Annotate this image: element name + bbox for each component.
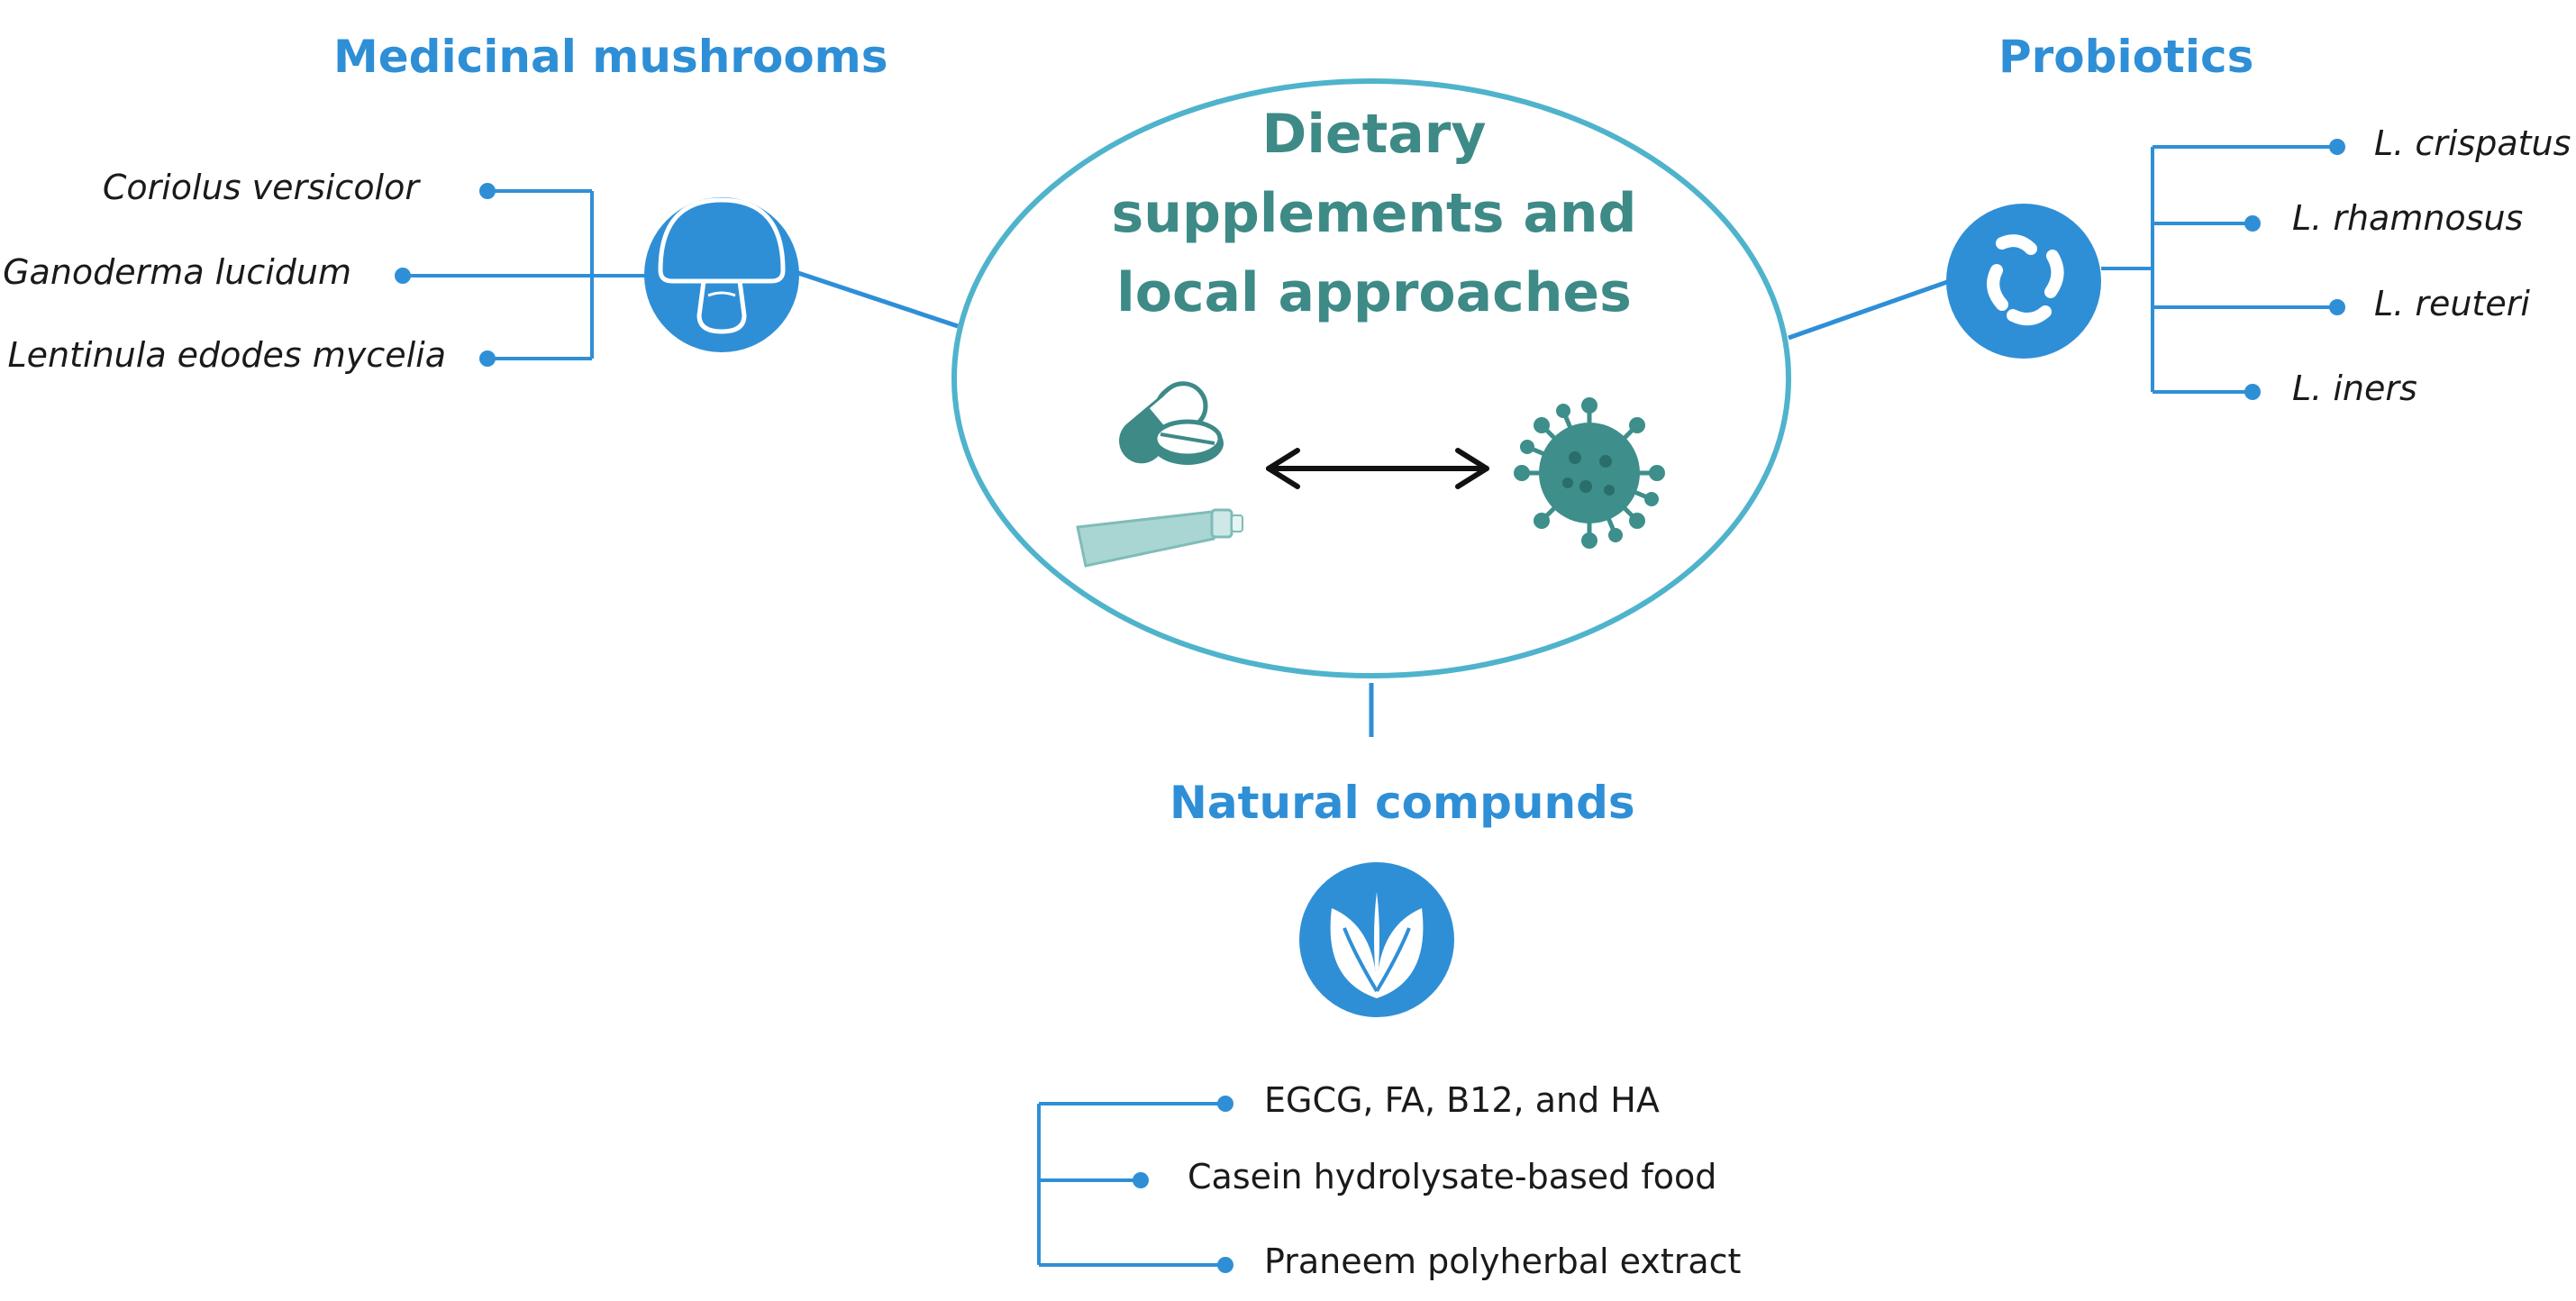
virus-icon: [1514, 397, 1665, 549]
probiotics-bracket: [2101, 139, 2345, 400]
natural-item: Casein hydrolysate-based food: [1188, 1157, 1717, 1196]
mushroom-bullet: [479, 350, 496, 367]
mushroom-item: Ganoderma lucidum: [3, 252, 351, 292]
probiotic-item: L. rhamnosus: [2292, 198, 2524, 238]
probiotic-bullet: [2329, 299, 2345, 315]
natural-item: Praneem polyherbal extract: [1264, 1242, 1742, 1281]
connector-probiotics: [1788, 279, 1948, 341]
mushroom-icon: [644, 197, 799, 352]
cream-tube-icon: [1076, 508, 1243, 568]
mushroom-item: Lentinula edodes mycelia: [7, 335, 447, 375]
mushrooms-heading: Medicinal mushrooms: [333, 31, 888, 83]
probiotic-item: L. crispatus: [2374, 123, 2571, 163]
central-title-line: supplements and: [1111, 182, 1637, 245]
probiotic-bullet: [2329, 139, 2345, 155]
probiotic-bullet: [2244, 215, 2261, 232]
leaf-icon: [1299, 862, 1454, 1017]
bacteria-icon: [1946, 204, 2101, 359]
mushrooms-bracket: [395, 183, 646, 367]
natural-bullet: [1217, 1096, 1233, 1112]
probiotics-heading: Probiotics: [1998, 31, 2254, 83]
central-title-line: local approaches: [1116, 261, 1632, 324]
natural-heading: Natural compunds: [1170, 777, 1635, 829]
mushroom-item: Coriolus versicolor: [102, 168, 419, 207]
pills-icon: [1119, 381, 1224, 465]
natural-bullet: [1133, 1172, 1149, 1188]
natural-bracket: [1037, 1096, 1233, 1273]
natural-bullet: [1217, 1257, 1233, 1273]
central-ellipse: [951, 78, 1791, 678]
probiotic-item: L. iners: [2292, 368, 2417, 408]
central-title: Dietary supplements and local approaches: [1063, 95, 1685, 332]
probiotic-bullet: [2244, 384, 2261, 400]
natural-item: EGCG, FA, B12, and HA: [1264, 1080, 1660, 1120]
double-arrow-icon: [1266, 448, 1489, 489]
mushroom-bullet: [395, 268, 411, 284]
mushroom-bullet: [479, 183, 496, 199]
central-title-line: Dietary: [1261, 103, 1487, 166]
probiotic-item: L. reuteri: [2374, 284, 2530, 323]
connector-mushrooms: [795, 269, 959, 329]
